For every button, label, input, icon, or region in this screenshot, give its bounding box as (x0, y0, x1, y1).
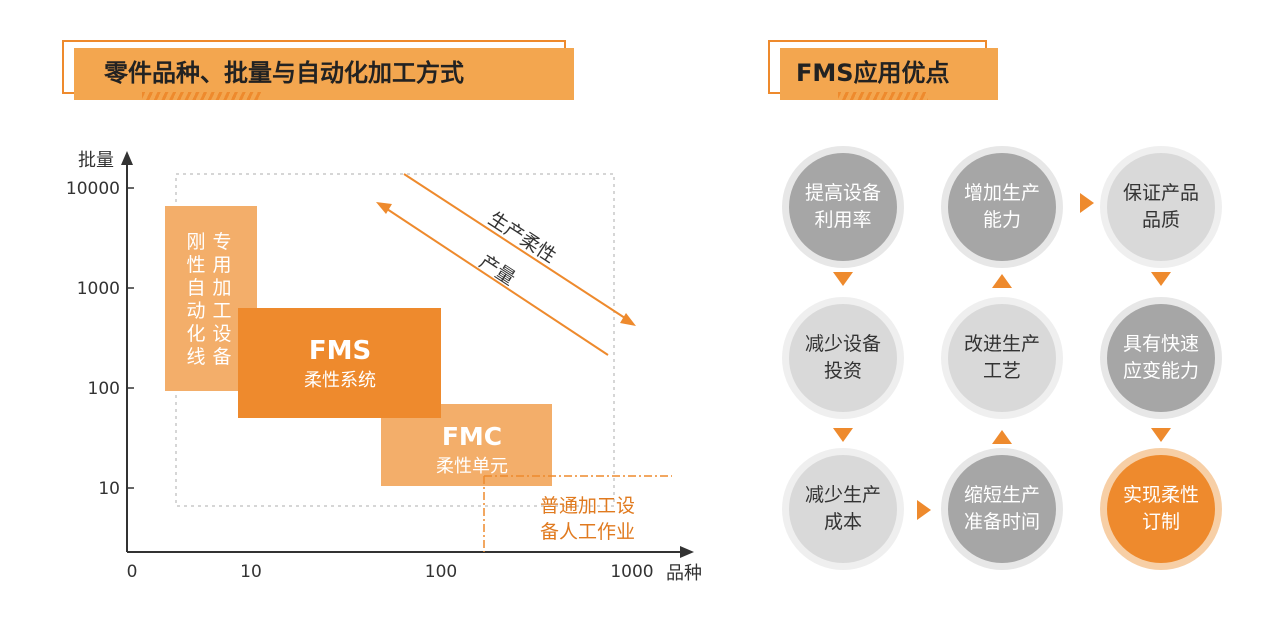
banner-hatch (142, 92, 262, 100)
benefit-improve-process: 改进生产工艺 (948, 304, 1056, 412)
benefit-text: 实现柔性订制 (1122, 484, 1199, 533)
fmc-subtitle: 柔性单元 (436, 456, 508, 477)
benefit-text: 改进生产工艺 (963, 333, 1040, 382)
flow-arrow-up-icon (992, 430, 1012, 444)
banner-bar (74, 48, 574, 100)
flexibility-arrowhead (620, 313, 636, 326)
banner-hatch (838, 92, 928, 100)
flow-arrow-right-icon (1080, 193, 1094, 213)
fmc-title: FMC (442, 422, 502, 451)
x-tick-label: 10 (240, 562, 262, 582)
dedicated-char: 备 (212, 346, 231, 368)
benefit-customization: 实现柔性订制 (1107, 455, 1215, 563)
benefit-shorten-prep: 缩短生产准备时间 (948, 455, 1056, 563)
benefit-reduce-cost: 减少生产成本 (789, 455, 897, 563)
rigid-line-label: 刚 性 自 动 化 线 (186, 231, 205, 368)
benefit-text: 保证产品品质 (1122, 182, 1199, 231)
dedicated-char: 用 (212, 254, 231, 276)
rigid-line-char: 化 (186, 323, 205, 345)
right-title: FMS应用优点 (796, 59, 950, 87)
benefit-fast-response: 具有快速应变能力 (1107, 304, 1215, 412)
x-tick-label: 0 (127, 562, 138, 582)
x-tick-label: 100 (425, 562, 457, 582)
dedicated-equipment-label: 专 用 加 工 设 备 (212, 231, 231, 368)
manual-work-label-line2: 备人工作业 (540, 521, 635, 543)
dedicated-char: 工 (212, 300, 231, 322)
y-tick-label: 1000 (77, 279, 120, 299)
benefit-quality: 保证产品品质 (1107, 153, 1215, 261)
flexibility-arrow (403, 173, 629, 321)
y-tick-label: 10 (98, 479, 120, 499)
flow-arrow-down-icon (1151, 272, 1171, 286)
benefit-text: 缩短生产准备时间 (963, 484, 1040, 533)
fms-subtitle: 柔性系统 (304, 370, 376, 391)
rigid-line-char: 自 (186, 277, 205, 299)
benefit-capacity: 增加生产能力 (948, 153, 1056, 261)
benefit-reduce-investment: 减少设备投资 (789, 304, 897, 412)
flow-arrow-down-icon (1151, 428, 1171, 442)
dedicated-char: 加 (212, 277, 231, 299)
right-title-banner: FMS应用优点 (768, 40, 1000, 104)
benefit-text: 提高设备利用率 (804, 182, 881, 231)
y-axis-arrow (121, 151, 133, 165)
benefit-utilization: 提高设备利用率 (789, 153, 897, 261)
variety-volume-chart: 10000 1000 100 10 批量 0 10 100 1000 品种 刚 … (66, 150, 702, 584)
flow-arrow-down-icon (833, 272, 853, 286)
x-axis-label: 品种 (666, 563, 702, 584)
volume-arrowhead (376, 202, 392, 214)
dedicated-char: 设 (212, 323, 231, 345)
benefit-text: 具有快速应变能力 (1122, 333, 1199, 382)
left-title-banner: 零件品种、批量与自动化加工方式 (62, 40, 577, 104)
banner-bar (780, 48, 998, 100)
fms-title: FMS (309, 336, 371, 366)
rigid-line-char: 线 (186, 346, 205, 368)
x-axis-arrow (680, 546, 694, 558)
flow-arrow-down-icon (833, 428, 853, 442)
volume-label: 产量 (475, 251, 519, 290)
y-tick-label: 100 (88, 379, 120, 399)
rigid-line-char: 性 (186, 254, 205, 276)
rigid-line-char: 动 (186, 300, 205, 322)
flow-arrow-right-icon (917, 500, 931, 520)
dedicated-char: 专 (212, 231, 231, 253)
benefit-text: 减少设备投资 (804, 333, 881, 382)
rigid-line-char: 刚 (186, 231, 205, 253)
manual-work-label-line1: 普通加工设 (540, 495, 635, 517)
benefit-text: 增加生产能力 (963, 182, 1040, 231)
x-tick-label: 1000 (610, 562, 653, 582)
y-axis-label: 批量 (78, 150, 114, 171)
left-title: 零件品种、批量与自动化加工方式 (104, 59, 464, 87)
benefit-text: 减少生产成本 (804, 484, 881, 533)
y-tick-label: 10000 (66, 179, 120, 199)
volume-arrow (383, 206, 609, 356)
flow-arrow-up-icon (992, 274, 1012, 288)
fms-box (238, 308, 441, 418)
